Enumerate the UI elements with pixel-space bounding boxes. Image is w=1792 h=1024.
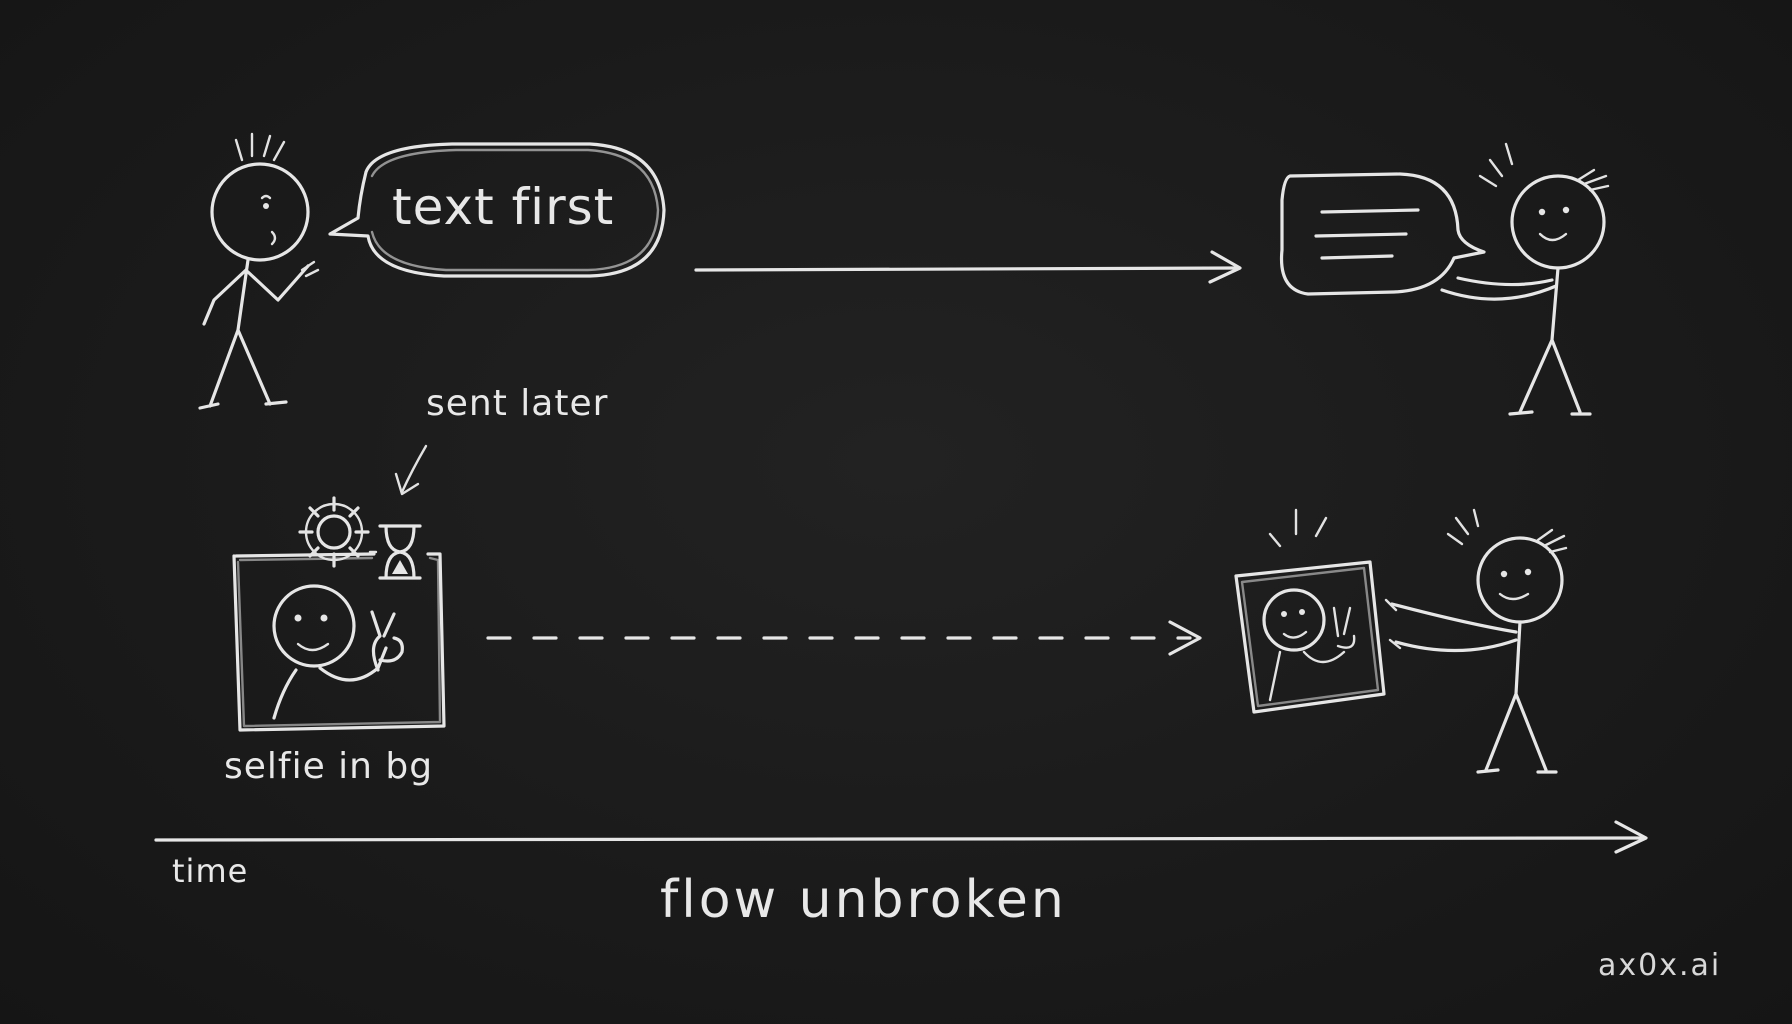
brand-watermark: ax0x.ai <box>1598 948 1722 983</box>
receiver-figure-bottom <box>1384 508 1568 774</box>
sender-figure-top <box>198 132 320 410</box>
time-axis-label: time <box>172 852 249 890</box>
dashed-arrow <box>486 620 1202 656</box>
peace-sign-icon <box>370 610 404 672</box>
sent-later-pointer <box>394 444 428 496</box>
gear-icon <box>298 496 370 568</box>
hourglass-icon <box>368 524 422 580</box>
selfie-caption: selfie in bg <box>224 746 434 787</box>
footer-caption: flow unbroken <box>660 870 1067 930</box>
time-axis-arrow <box>154 820 1648 854</box>
received-photo-frame <box>1234 508 1386 714</box>
selfie-frame <box>232 552 446 732</box>
bubble-text: text first <box>392 178 615 236</box>
sent-later-note: sent later <box>426 383 609 424</box>
receiver-figure-top <box>1440 142 1610 416</box>
message-bubble-received <box>1279 172 1486 296</box>
arrow-icon <box>694 250 1242 284</box>
speech-bubble-text-first <box>328 142 666 278</box>
